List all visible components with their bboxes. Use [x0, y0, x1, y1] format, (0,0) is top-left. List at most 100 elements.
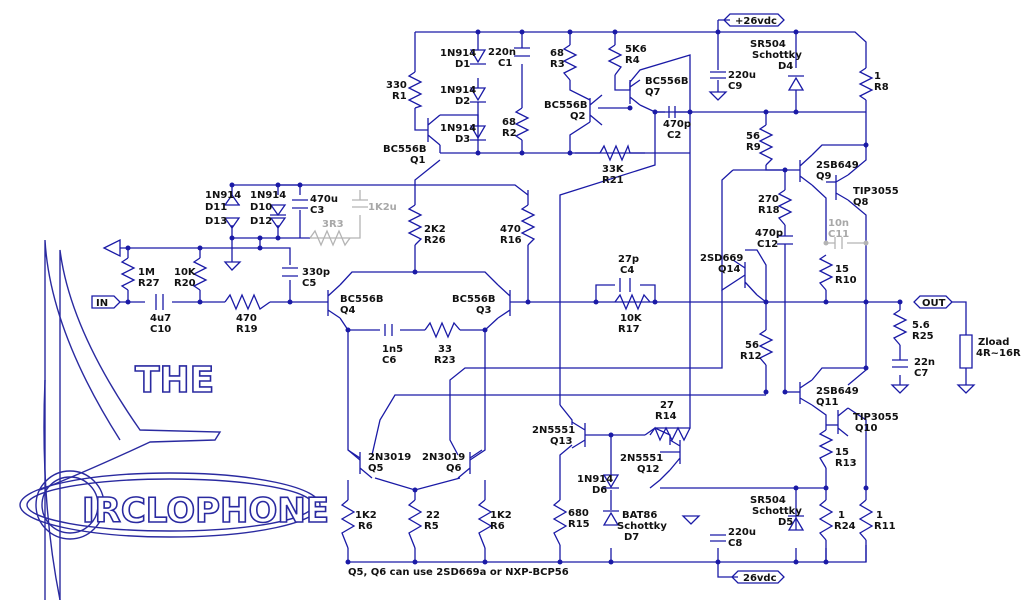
r5-value: 22	[426, 510, 440, 521]
r12-value: 56	[745, 340, 759, 351]
r21-ref: R21	[602, 175, 624, 186]
r18-ref: R18	[758, 205, 780, 216]
c7-value: 22n	[914, 357, 935, 368]
q12-ref: Q12	[637, 464, 659, 475]
q13-type: 2N5551	[532, 425, 575, 436]
grounds	[102, 80, 976, 525]
r14-value: 27	[660, 400, 674, 411]
c6-ref: C6	[382, 355, 396, 366]
c5-ref: C5	[302, 278, 316, 289]
d7-type: BAT86	[622, 510, 657, 521]
q5-type: 2N3019	[368, 452, 411, 463]
q4-type: BC556B	[340, 294, 383, 305]
q13-ref: Q13	[550, 436, 572, 447]
q1-ref: Q1	[410, 155, 426, 166]
c3-ref: C3	[310, 205, 324, 216]
r2-value: 68	[502, 117, 516, 128]
component-labels: 330 R1 1N914 D1 1N914 D2 1N914 D3 220n C…	[138, 39, 1021, 578]
r16-ref: R16	[500, 235, 522, 246]
c10-value: 4u7	[150, 313, 171, 324]
c10-ref: C10	[150, 324, 171, 335]
r18-value: 270	[758, 194, 779, 205]
r11-value: 1	[876, 510, 883, 521]
r12-ref: R12	[740, 351, 762, 362]
d5-ref: D5	[778, 517, 793, 528]
r5-ref: R5	[424, 521, 439, 532]
d7-ref: D7	[624, 532, 639, 543]
q2-type: BC556B	[544, 100, 587, 111]
r10-ref: R10	[835, 275, 857, 286]
r3-ref: R3	[550, 59, 565, 70]
d5-kind: Schottky	[752, 506, 802, 517]
r11-ref: R11	[874, 521, 896, 532]
positive-supply-label: +26vdc	[735, 16, 777, 27]
logo-irclophone: IRCLOPHONE	[82, 491, 329, 531]
d6-type: 1N914	[577, 474, 613, 485]
r23-ref: R23	[434, 355, 456, 366]
q7-type: BC556B	[645, 76, 688, 87]
q8-type: TIP3055	[853, 186, 899, 197]
c4-value: 27p	[618, 254, 639, 265]
r19-ref: R19	[236, 324, 258, 335]
q8-ref: Q8	[853, 197, 869, 208]
r15-ref: R15	[568, 519, 590, 530]
q2-ref: Q2	[570, 111, 586, 122]
r24-ref: R24	[834, 521, 856, 532]
r16-value: 470	[500, 224, 521, 235]
q4-ref: Q4	[340, 305, 356, 316]
c1k2-value: 1K2u	[368, 202, 397, 213]
d1-type: 1N914	[440, 48, 476, 59]
c2-ref: C2	[667, 130, 681, 141]
q10-type: TIP3055	[853, 412, 899, 423]
q10-ref: Q10	[855, 423, 877, 434]
r27-value: 1M	[138, 267, 155, 278]
q1-type: BC556B	[383, 144, 426, 155]
c11-ref: C11	[828, 229, 849, 240]
c1-ref: C1	[498, 58, 512, 69]
r9-ref: R9	[746, 142, 761, 153]
circlophone-logo: THE IRCLOPHONE	[19, 239, 330, 600]
r17-ref: R17	[618, 324, 640, 335]
diodes	[223, 49, 805, 531]
r4-ref: R4	[625, 55, 640, 66]
r20-ref: R20	[174, 278, 196, 289]
r15-value: 680	[568, 508, 589, 519]
d13-ref: D13	[205, 216, 227, 227]
wires	[120, 19, 967, 578]
c8-ref: C8	[728, 538, 742, 549]
logo-the: THE	[135, 360, 214, 401]
r6b-value: 1K2	[490, 510, 512, 521]
d10-type: 1N914	[250, 190, 286, 201]
q11-type: 2SB649	[816, 386, 859, 397]
r13-value: 15	[835, 447, 849, 458]
zload-name: Zload	[978, 337, 1009, 348]
r13-ref: R13	[835, 458, 857, 469]
d2-type: 1N914	[440, 85, 476, 96]
r1-ref: R1	[392, 91, 407, 102]
r4-value: 5K6	[625, 44, 647, 55]
r21-value: 33K	[602, 164, 625, 175]
junction-dots	[125, 29, 903, 565]
positive-supply: +26vdc	[723, 13, 785, 27]
d11-type: 1N914	[205, 190, 241, 201]
zload-range: 4R~16R	[976, 348, 1021, 359]
r20-value: 10K	[174, 267, 197, 278]
d7-kind: Schottky	[617, 521, 667, 532]
d5-type: SR504	[750, 495, 786, 506]
d2-ref: D2	[455, 96, 470, 107]
r3-value: 68	[550, 48, 564, 59]
d3-ref: D3	[455, 134, 470, 145]
r6a-value: 1K2	[355, 510, 377, 521]
q6-type: 2N3019	[422, 452, 465, 463]
c8-value: 220u	[728, 527, 756, 538]
r3r3-value: 3R3	[322, 219, 344, 230]
c6-value: 1n5	[382, 344, 403, 355]
d4-kind: Schottky	[752, 50, 802, 61]
r26-value: 2K2	[424, 224, 446, 235]
r2-ref: R2	[502, 128, 517, 139]
q5-ref: Q5	[368, 463, 384, 474]
c3-value: 470u	[310, 194, 338, 205]
capacitors	[155, 47, 908, 542]
